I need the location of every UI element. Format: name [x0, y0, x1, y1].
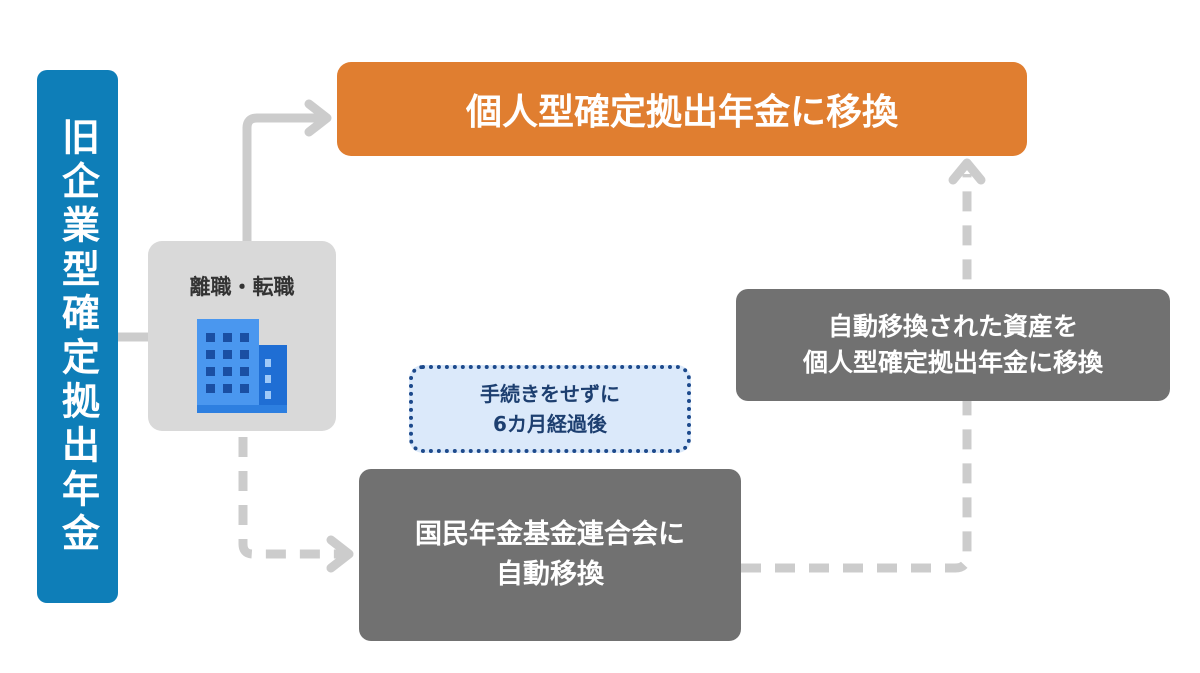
- right-box-line1: 自動移換された資産を: [827, 311, 1078, 341]
- six-month-note: 手続きをせずに 6カ月経過後: [409, 365, 691, 453]
- arrowhead-up: [948, 158, 986, 185]
- right-box-line2: 個人型確定拠出年金に移換: [802, 348, 1103, 377]
- left-bar-label: 旧企業型確定拠出年金: [55, 116, 100, 557]
- individual-dc-transfer-box: 個人型確定拠出年金に移換: [337, 62, 1027, 156]
- note-line2: 6カ月経過後: [493, 412, 607, 436]
- event-label: 離職・転職: [189, 275, 295, 299]
- note-line1: 手続きをせずに: [480, 382, 620, 406]
- top-box-label: 個人型確定拠出年金に移換: [465, 92, 898, 133]
- connector-event-to-top: [242, 113, 328, 246]
- job-change-event-box: 離職・転職: [148, 241, 336, 431]
- old-corporate-dc-pension-bar: 旧企業型確定拠出年金: [37, 70, 118, 603]
- national-pension-fund-association-box: 国民年金基金連合会に 自動移換: [359, 469, 741, 641]
- connector-event-to-bottom: [238, 437, 343, 559]
- bottom-box-line2: 自動移換: [496, 559, 604, 590]
- auto-transferred-assets-box: 自動移換された資産を 個人型確定拠出年金に移換: [736, 289, 1170, 401]
- arrowhead-top: [304, 99, 332, 137]
- office-building-icon: [197, 319, 287, 413]
- bottom-box-line1: 国民年金基金連合会に: [415, 518, 685, 550]
- arrowhead-bottom: [326, 535, 354, 573]
- connector-bottom-to-top: [741, 174, 972, 573]
